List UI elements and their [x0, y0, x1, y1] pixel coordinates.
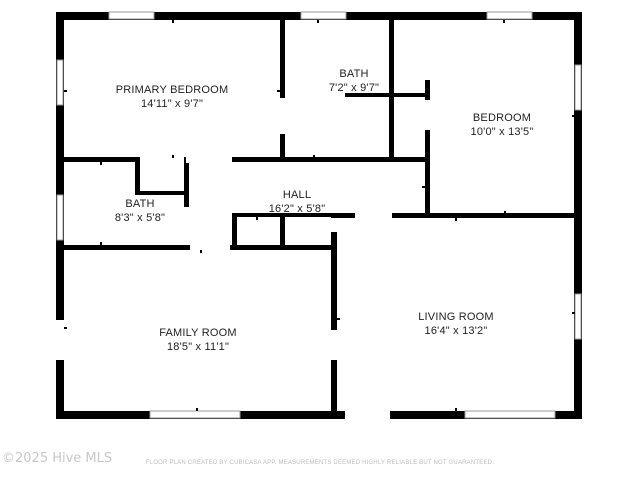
opening-family-left [55, 320, 65, 360]
opening-living-bottom [345, 410, 390, 420]
tick [256, 217, 258, 220]
openings [55, 98, 431, 420]
window-bottom-living [464, 410, 556, 419]
opening-livingroom [330, 218, 338, 232]
room-living-room-dims: 16'4" x 13'2" [424, 325, 488, 337]
tick [196, 408, 198, 411]
tick [503, 20, 505, 23]
tick-marks [64, 20, 575, 411]
room-bath-upper-dims: 7'2" x 9'7" [328, 82, 380, 94]
window-left-bath [56, 194, 64, 241]
room-primary-bedroom-dims: 14'11" x 9'7" [140, 98, 204, 110]
tick [455, 408, 457, 411]
room-primary-bedroom-name: PRIMARY BEDROOM [115, 84, 229, 96]
room-bedroom-dims: 10'0" x 13'5" [470, 126, 534, 138]
wall-under-primary-2 [232, 157, 427, 162]
windows [56, 11, 582, 419]
wall-under-bath [60, 245, 190, 250]
wall-bath-closet-bottom [135, 191, 187, 195]
window-bath-top [300, 11, 347, 20]
tick [277, 90, 280, 92]
opening-primary [279, 98, 286, 134]
room-hall-name: HALL [282, 189, 312, 201]
room-family-room-dims: 18'5" x 11'1" [166, 341, 230, 353]
wall-family-living [331, 213, 337, 417]
wall-primary-bath [280, 18, 285, 160]
opening-family-living [330, 330, 338, 360]
opening-hall-left [186, 156, 232, 163]
window-right-bedroom [574, 64, 582, 111]
tick [313, 155, 315, 158]
room-bath-left-name: BATH [125, 198, 155, 210]
wall-left-bath-right [184, 195, 189, 207]
tick [172, 20, 174, 23]
window-bottom-family [149, 410, 241, 419]
window-right-living [574, 293, 582, 340]
tick [572, 312, 575, 314]
room-living-room-name: LIVING ROOM [418, 311, 494, 323]
tick [422, 186, 425, 188]
interior-walls [60, 18, 578, 417]
room-hall-dims: 16'2" x 5'8" [268, 203, 326, 215]
window-left-primary [56, 59, 64, 106]
wall-living-top-2 [392, 213, 578, 218]
tick [64, 90, 67, 92]
tick [337, 318, 340, 320]
room-bath-left-dims: 8'3" x 5'8" [114, 212, 166, 224]
tick [455, 218, 457, 221]
disclaimer: FLOOR PLAN CREATED BY CUBICASA APP. MEAS… [145, 460, 495, 466]
wall-bedroom-closet [425, 80, 430, 100]
tick [172, 155, 174, 158]
tick [100, 162, 102, 165]
window-bedroom-top [486, 11, 533, 20]
watermark: ©2025 Hive MLS [2, 451, 113, 466]
tick [317, 20, 319, 23]
wall-living-top [331, 213, 355, 218]
wall-bottom [56, 411, 582, 419]
opening-bedroom [424, 100, 431, 130]
window-primary-top [108, 11, 155, 20]
room-family-room-name: FAMILY ROOM [159, 327, 237, 339]
wall-bath-closet-left [135, 157, 140, 195]
room-bath-upper-name: BATH [339, 68, 369, 80]
wall-hall-closet-mid [280, 213, 285, 249]
wall-bedroom-left [425, 130, 430, 217]
wall-under-primary [60, 157, 140, 162]
tick [504, 211, 506, 214]
wall-bath-bedroom [389, 18, 394, 160]
wall-hall-closet-left [232, 213, 237, 249]
tick [572, 115, 575, 117]
room-bedroom-name: BEDROOM [472, 112, 532, 124]
wall-bath-ledge [345, 93, 429, 97]
wall-bath-closet-right [184, 157, 189, 195]
tick [200, 250, 202, 253]
tick [100, 242, 102, 245]
tick [64, 327, 67, 329]
opening-familyroom [190, 244, 230, 251]
